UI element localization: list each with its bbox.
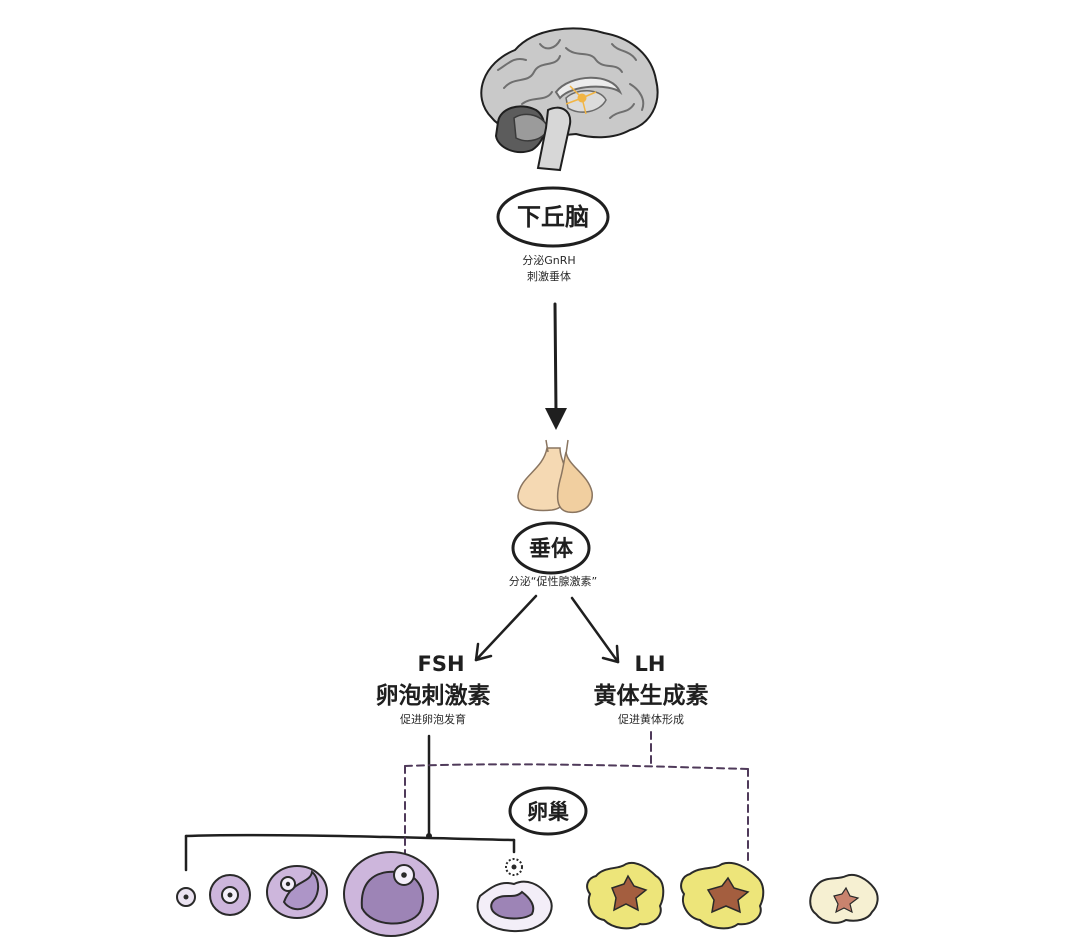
pituitary-lobe-right bbox=[556, 451, 593, 514]
fsh-abbr: FSH bbox=[417, 652, 464, 676]
brain-illustration bbox=[480, 27, 659, 172]
brain-stem bbox=[536, 106, 572, 172]
ovary-label: 卵巢 bbox=[508, 786, 588, 836]
follicle-sequence bbox=[176, 851, 553, 937]
corpus-albicans bbox=[809, 874, 879, 924]
pituitary-title: 垂体 bbox=[529, 537, 574, 562]
fsh-label: FSH 卵泡刺激素 促进卵泡发育 bbox=[376, 652, 491, 726]
follicle-stage-2 bbox=[209, 874, 251, 916]
lh-caption: 促进黄体形成 bbox=[618, 712, 684, 726]
hypothalamus-caption-line1: 分泌GnRH bbox=[522, 254, 575, 267]
lh-abbr: LH bbox=[635, 652, 666, 676]
fsh-junction-dot bbox=[426, 833, 432, 839]
ruptured-follicle bbox=[476, 880, 553, 932]
pituitary-oval bbox=[511, 521, 591, 575]
fsh-name: 卵泡刺激素 bbox=[376, 682, 491, 709]
lh-connector bbox=[404, 731, 749, 863]
pituitary-label: 垂体 分泌“促性腺激素” bbox=[509, 521, 597, 588]
corpus-luteum-sequence bbox=[586, 862, 879, 930]
hypothalamus-title: 下丘脑 bbox=[517, 203, 589, 231]
follicle-stage-4 bbox=[343, 851, 439, 937]
thalamus bbox=[565, 90, 607, 113]
hypothalamus-caption-line2: 刺激垂体 bbox=[527, 269, 571, 283]
lh-label: LH 黄体生成素 促进黄体形成 bbox=[594, 652, 709, 726]
follicle-stage-1 bbox=[176, 887, 196, 907]
lh-name: 黄体生成素 bbox=[594, 682, 709, 709]
follicle-stage-3 bbox=[266, 865, 328, 919]
pituitary-gland-illustration bbox=[517, 439, 593, 514]
corpus-luteum-early bbox=[586, 862, 665, 930]
hypothalamus-label: 下丘脑 分泌GnRH 刺激垂体 bbox=[496, 186, 610, 283]
released-oocyte bbox=[505, 858, 523, 876]
hypothalamus-dot bbox=[577, 93, 587, 103]
fsh-connector bbox=[184, 734, 516, 872]
ovary-title: 卵巢 bbox=[527, 800, 569, 824]
fsh-caption: 促进卵泡发育 bbox=[400, 712, 466, 726]
arrow-hypothalamus-to-pituitary bbox=[545, 302, 567, 430]
hypothalamus-oval bbox=[496, 186, 610, 248]
pituitary-caption: 分泌“促性腺激素” bbox=[509, 574, 597, 588]
pituitary-stalk bbox=[545, 439, 569, 455]
ovary-oval bbox=[508, 786, 588, 836]
brain-gyri bbox=[497, 39, 645, 119]
corpus-luteum-mature bbox=[680, 862, 765, 930]
arrow-to-fsh bbox=[474, 594, 538, 662]
arrow-to-lh bbox=[570, 596, 620, 664]
corpus-callosum bbox=[554, 76, 623, 100]
